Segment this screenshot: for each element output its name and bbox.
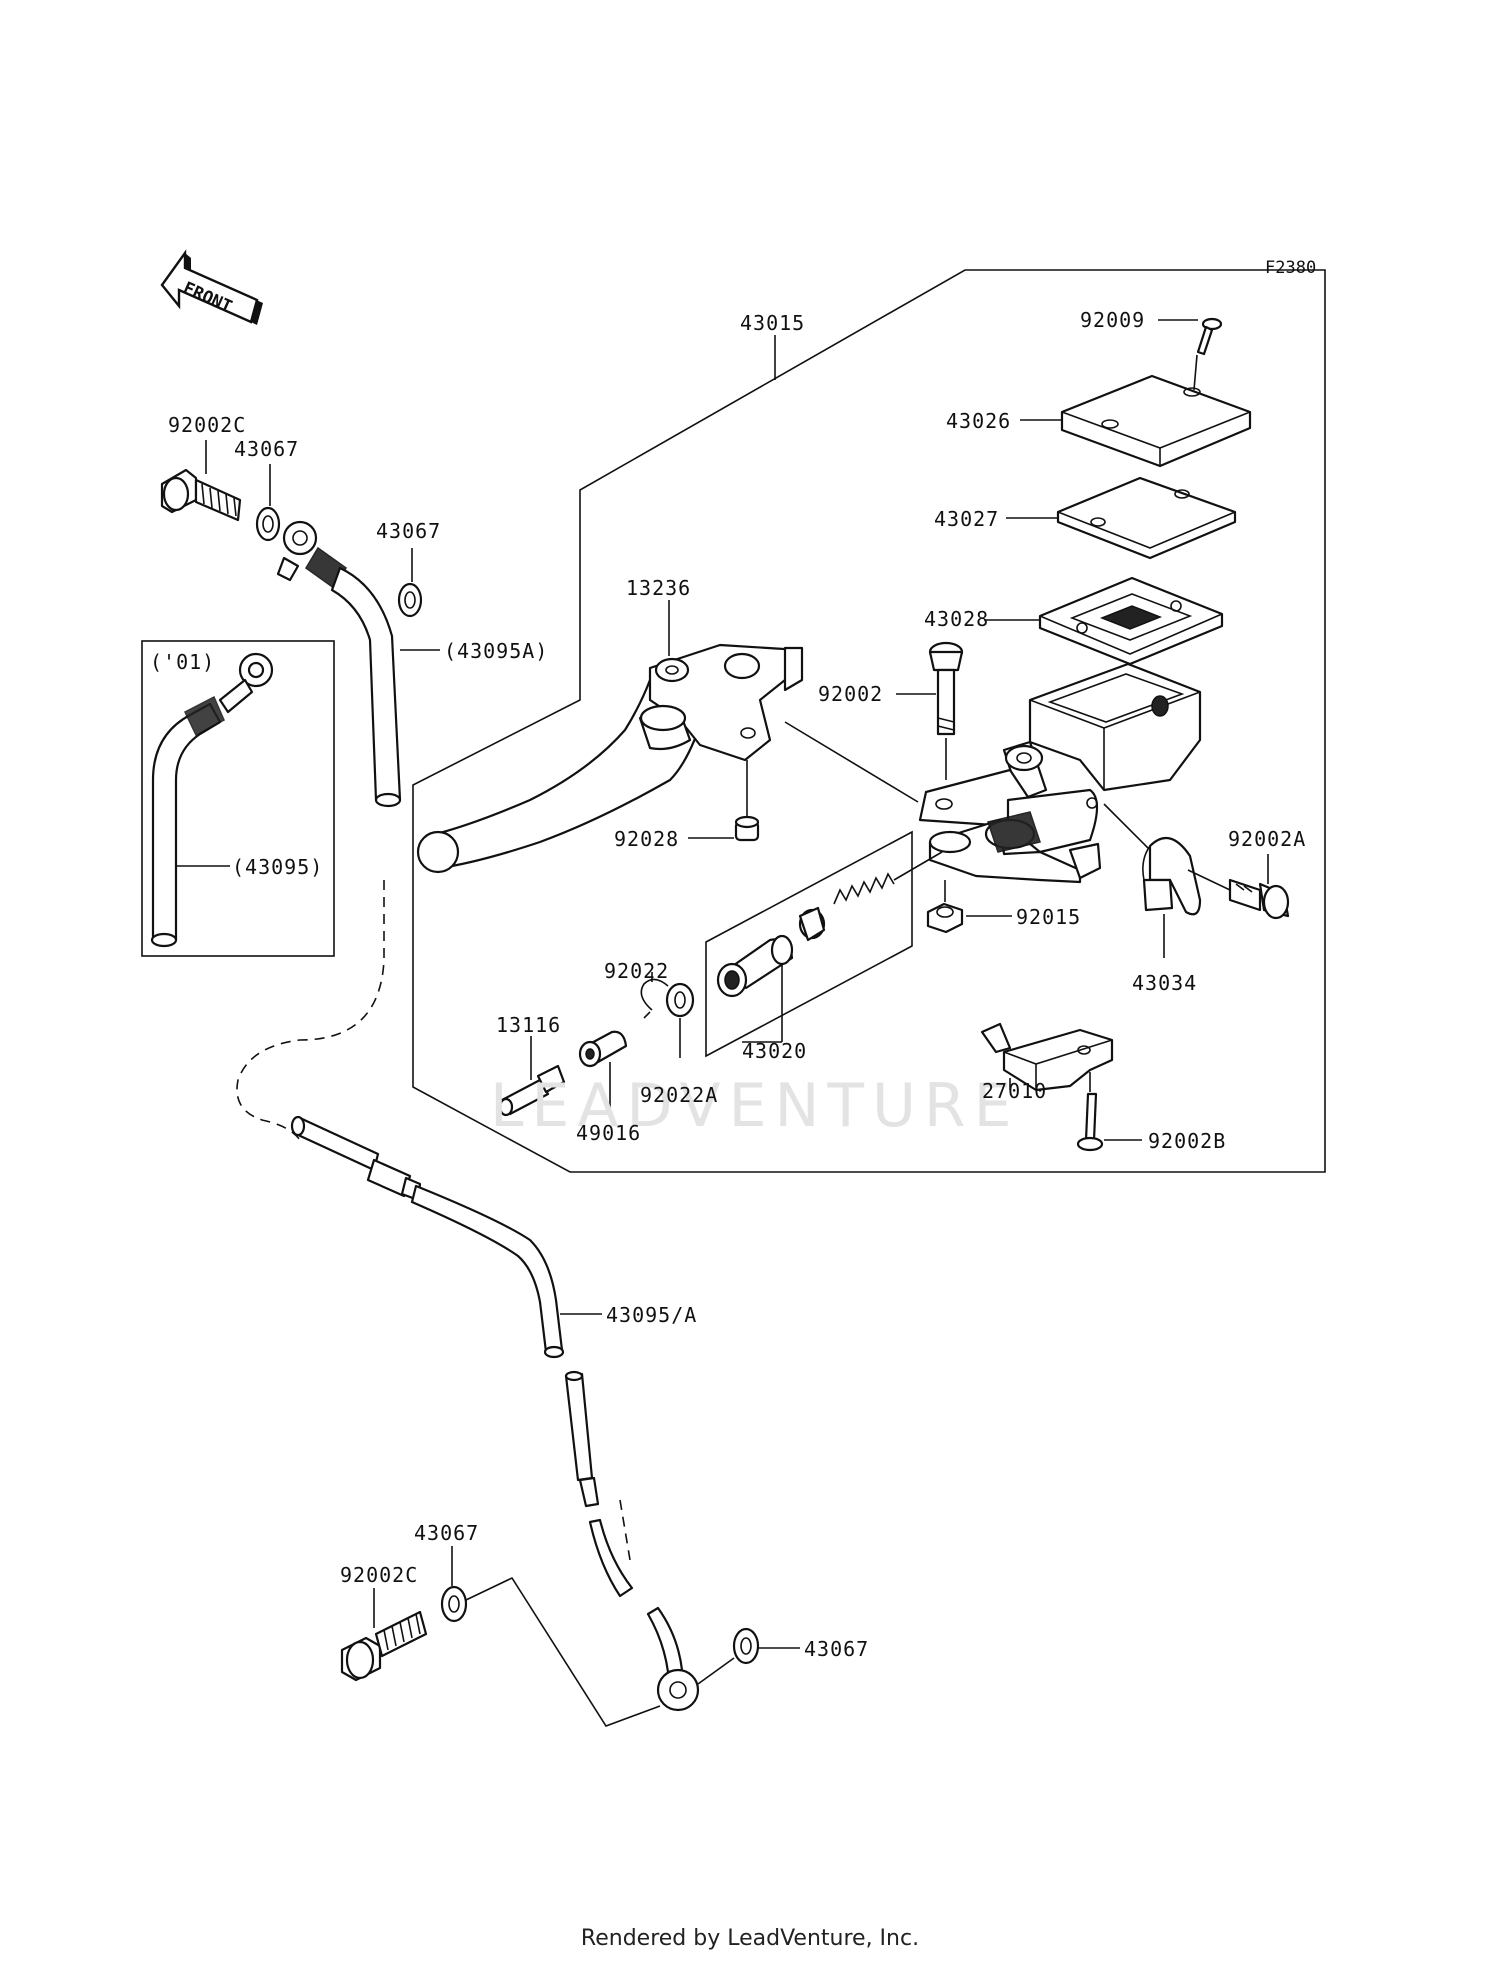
callout-43095: (43095)	[232, 855, 323, 879]
hose-43095A	[276, 520, 402, 808]
figure-code: F2380	[1265, 258, 1316, 278]
callout-27010: 27010	[982, 1079, 1047, 1103]
callout-43067-b: 43067	[376, 519, 441, 543]
banjo-fitting-lower	[656, 1668, 700, 1712]
inset-box	[141, 640, 335, 957]
callout-43027: 43027	[934, 507, 999, 531]
screw-92009	[1196, 317, 1223, 356]
callout-43015: 43015	[740, 311, 805, 335]
spring	[833, 872, 895, 905]
nut-92015	[926, 902, 964, 934]
washer-92022A	[665, 982, 695, 1018]
footer-credit: Rendered by LeadVenture, Inc.	[580, 1926, 920, 1951]
callout-43067-a: 43067	[234, 437, 299, 461]
callout-43095-slash-A: 43095/A	[606, 1303, 697, 1327]
callout-92002: 92002	[818, 682, 883, 706]
diaphragm-plate-43027	[1056, 476, 1237, 560]
master-cylinder-body	[918, 662, 1202, 884]
piston-kit-box	[705, 830, 913, 1058]
assembly-boundary	[412, 269, 1326, 1173]
callout-92022: 92022	[604, 959, 669, 983]
washer-43067-d	[732, 1627, 760, 1665]
callout-43095A: (43095A)	[444, 639, 548, 663]
callout-43028: 43028	[924, 607, 989, 631]
washer-43067-c	[440, 1585, 468, 1623]
pin-92028	[734, 815, 760, 842]
callout-43034: 43034	[1132, 971, 1197, 995]
callout-92002B: 92002B	[1148, 1129, 1226, 1153]
pivot-bolt-92002	[928, 641, 964, 736]
lever-13236	[416, 643, 804, 874]
piston-cup	[798, 906, 826, 942]
inset-hose	[150, 652, 274, 948]
callout-92002C-bottom: 92002C	[340, 1563, 418, 1587]
hose-43095-A-lower	[290, 1115, 684, 1674]
callout-92028: 92028	[614, 827, 679, 851]
diaphragm-43028	[1038, 576, 1224, 666]
washer-43067-b	[397, 582, 423, 618]
callout-43020: 43020	[742, 1039, 807, 1063]
callouts: 43015 92009 43026 43027 43028 13236 9200…	[168, 308, 1306, 1661]
reservoir-cap-43026	[1060, 374, 1252, 468]
circlip-92022	[640, 978, 669, 1019]
lower-assembly-lines	[465, 1576, 661, 1727]
boot-49016	[578, 1030, 628, 1068]
callout-43067-c: 43067	[414, 1521, 479, 1545]
callout-92009: 92009	[1080, 308, 1145, 332]
routing-dash-lower2	[619, 1499, 631, 1561]
callout-92022A: 92022A	[640, 1083, 718, 1107]
callout-92002C-top: 92002C	[168, 413, 246, 437]
callout-92002A: 92002A	[1228, 827, 1306, 851]
front-arrow-icon: FRONT	[160, 249, 263, 325]
screw-92002B	[1076, 1092, 1104, 1152]
inset-label: ('01)	[150, 650, 215, 674]
piston	[716, 934, 794, 998]
callout-13236: 13236	[626, 576, 691, 600]
watermark: LEADVENTURE	[490, 1071, 1020, 1141]
callout-49016: 49016	[576, 1121, 641, 1145]
clamp-43034	[1142, 836, 1202, 916]
callout-13116: 13116	[496, 1013, 561, 1037]
switch-27010	[980, 1022, 1114, 1092]
callout-43026: 43026	[946, 409, 1011, 433]
bolt-92002A	[1228, 878, 1290, 920]
push-rod-13116	[498, 1064, 566, 1117]
callout-43067-d: 43067	[804, 1637, 869, 1661]
washer-43067-a	[255, 506, 281, 542]
callout-92015: 92015	[1016, 905, 1081, 929]
routing-dash-upper	[236, 880, 385, 1141]
banjo-bolt-92002C-top	[160, 468, 242, 522]
banjo-bolt-92002C-bottom	[340, 1610, 428, 1682]
